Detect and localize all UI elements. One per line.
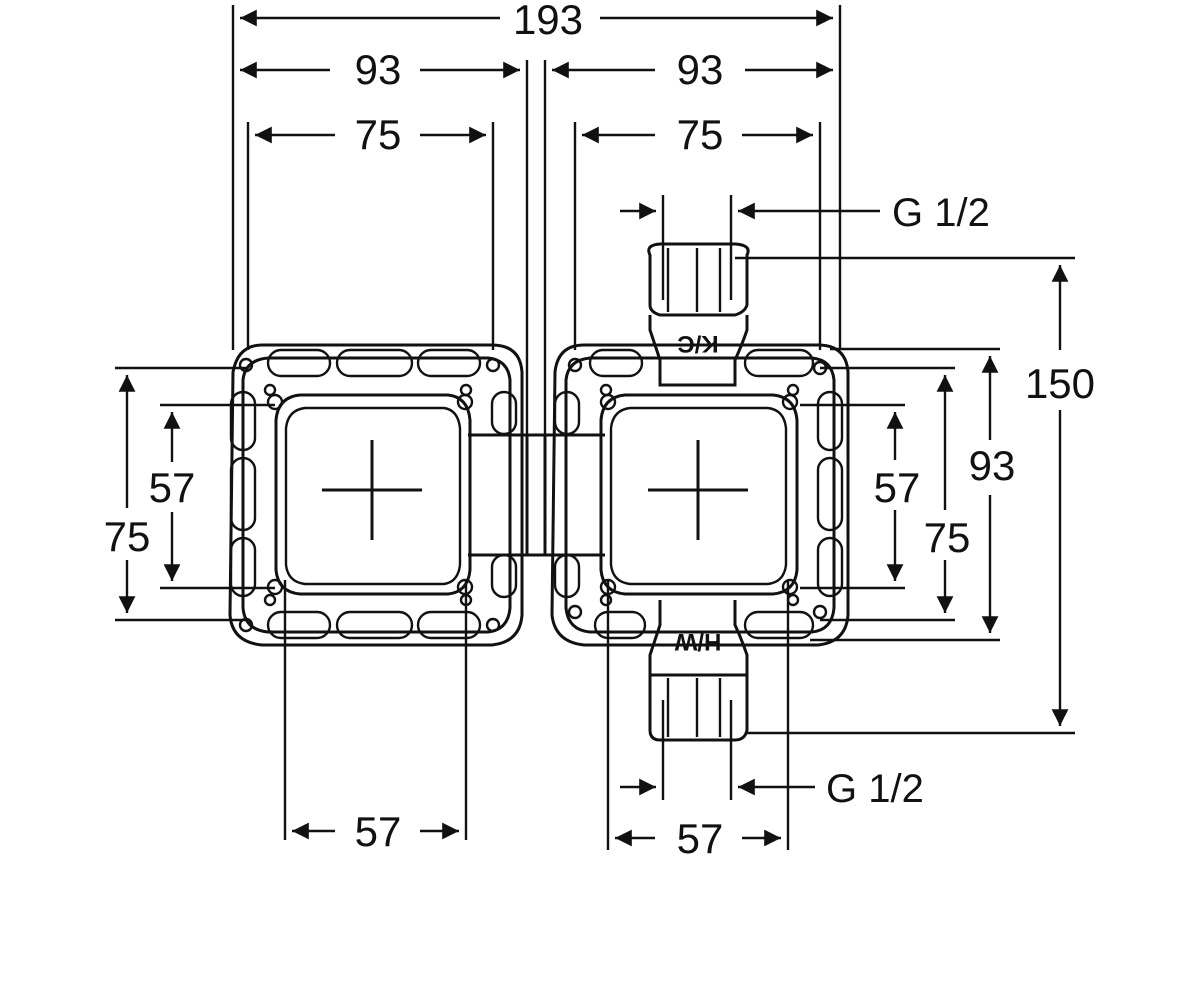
right-mounting-frame <box>550 343 850 647</box>
dim-150-label: 150 <box>1025 360 1095 407</box>
dim-75-right-label: 75 <box>677 111 724 158</box>
cold-mark-label: K/C <box>677 330 718 357</box>
dimension-150: 150 <box>735 256 1095 735</box>
dim-57-bottom-right-label: 57 <box>677 815 724 862</box>
dim-57-bottom-left-label: 57 <box>355 808 402 855</box>
dim-75-vertical-left-label: 75 <box>104 513 151 560</box>
dimension-193: 193 <box>231 0 842 350</box>
dimension-57-vertical-left: 57 <box>149 403 275 590</box>
dimension-93-vertical: 93 <box>810 347 1016 642</box>
dimension-93-right: 93 <box>543 46 833 440</box>
g12-bottom-label: G 1/2 <box>826 767 924 811</box>
cold-water-connection: K/C <box>647 242 750 387</box>
dimension-75-vertical-left: 75 <box>104 366 248 622</box>
dimension-93-left: 93 <box>240 46 529 440</box>
left-mounting-frame <box>228 343 524 647</box>
dimension-g12-bottom: G 1/2 <box>620 700 924 811</box>
dimension-75-vertical-right: 75 <box>820 366 971 622</box>
left-valve-square <box>274 393 472 596</box>
hot-mark-label: H/W <box>674 628 721 655</box>
dimension-57-bottom-right: 57 <box>606 580 790 862</box>
dim-57-vertical-right-label: 57 <box>874 464 921 511</box>
dim-193-label: 193 <box>513 0 583 43</box>
center-bridge <box>468 433 605 557</box>
dim-57-vertical-left-label: 57 <box>149 464 196 511</box>
dim-75-vertical-right-label: 75 <box>924 514 971 561</box>
dim-93-right-label: 93 <box>677 46 724 93</box>
right-valve-square <box>599 393 799 596</box>
dimension-g12-top: G 1/2 <box>620 191 990 300</box>
dim-93-vertical-label: 93 <box>969 442 1016 489</box>
hot-water-connection: H/W <box>648 600 749 742</box>
dimension-57-bottom-left: 57 <box>283 580 468 855</box>
dimension-75-right-top: 75 <box>573 111 822 350</box>
dim-75-left-label: 75 <box>355 111 402 158</box>
g12-top-label: G 1/2 <box>892 191 990 235</box>
dim-93-left-label: 93 <box>355 46 402 93</box>
dimension-75-left-top: 75 <box>246 111 495 350</box>
